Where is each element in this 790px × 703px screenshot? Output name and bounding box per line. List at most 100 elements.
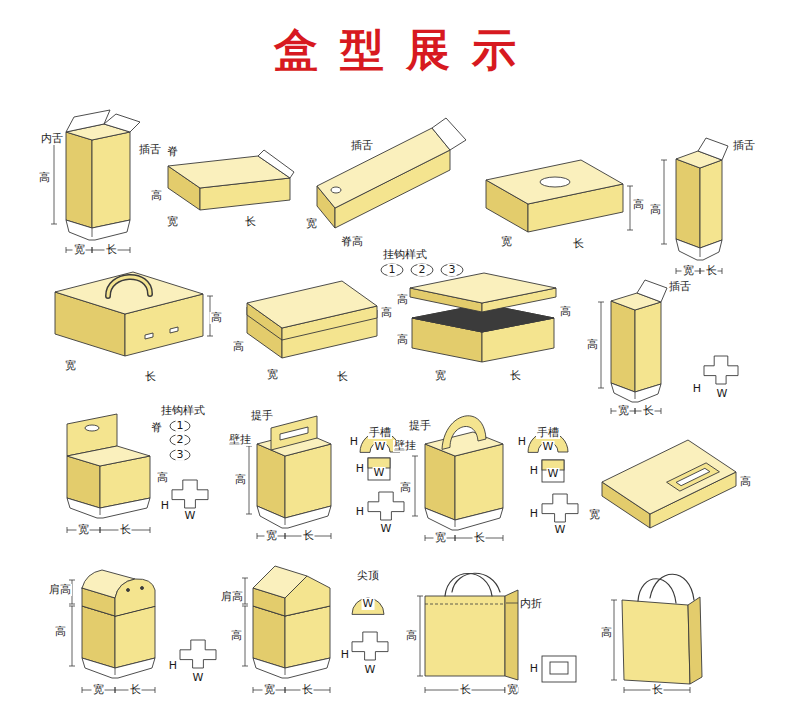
dimension-line <box>51 224 57 225</box>
dimension-line <box>601 302 602 388</box>
handle-panel <box>667 463 720 491</box>
dimension-line <box>82 687 83 693</box>
dimension-line <box>242 604 248 605</box>
box-top-face <box>602 440 736 514</box>
dimension-line <box>246 514 252 515</box>
peak-symbol <box>352 598 384 614</box>
dimension-line <box>611 600 617 601</box>
shoulder-front <box>115 579 155 616</box>
bag-side <box>688 597 702 684</box>
dimension-label: 挂钩样式 <box>382 249 428 261</box>
dimension-line <box>285 687 286 693</box>
dimension-line <box>661 244 667 245</box>
dimension-label: H <box>355 463 365 475</box>
flap-fold <box>115 668 116 675</box>
dimension-label: 宽 <box>500 236 513 248</box>
dimension-line <box>415 456 416 516</box>
dimension-label: H <box>355 506 365 518</box>
dimension-label: 高 <box>210 312 223 324</box>
dimension-label: 长 <box>705 265 718 277</box>
dimension-label: 宽 <box>263 684 276 696</box>
bag-handle <box>638 579 676 603</box>
dimension-line <box>455 535 456 541</box>
bag-front <box>622 600 690 684</box>
dimension-label: 宽 <box>64 360 77 372</box>
dimension-label: 长 <box>509 370 522 382</box>
dimension-line <box>412 516 418 517</box>
dimension-line <box>503 535 504 541</box>
bottom-flap <box>66 220 130 240</box>
box-front-face <box>115 606 155 668</box>
box-side-face <box>425 444 455 520</box>
box-top-face <box>486 160 623 204</box>
dimension-label: 高 <box>156 472 169 484</box>
dimension-label: 2 <box>176 434 185 446</box>
dimension-label: H <box>529 465 539 477</box>
dimension-label: W <box>373 467 386 479</box>
dimension-line <box>722 268 723 274</box>
dimension-label: W <box>716 388 729 400</box>
dimension-line <box>630 186 631 230</box>
bag-front <box>425 596 505 676</box>
dimension-label: 高 <box>232 341 245 353</box>
dimension-line <box>92 247 93 253</box>
fold-line <box>425 604 505 605</box>
bag-handle <box>452 573 500 592</box>
dimension-label: 宽 <box>166 216 179 228</box>
dimension-label: 1 <box>388 264 397 276</box>
box-top-face <box>425 432 503 456</box>
hook-shape <box>170 421 190 432</box>
dimension-line <box>69 580 75 581</box>
dimension-label: 长 <box>244 216 257 228</box>
bottom-flap <box>676 239 722 260</box>
dimension-label: 长 <box>459 684 472 696</box>
dimension-line <box>330 687 331 693</box>
hang-hole <box>127 589 130 592</box>
dimension-label: 宽 <box>506 684 519 696</box>
dimension-label: 长 <box>336 371 349 383</box>
carry-handle <box>108 277 150 296</box>
dimension-label: 高 <box>380 307 393 319</box>
dimension-label: 1 <box>176 420 185 432</box>
hook-shape <box>411 264 433 276</box>
dimension-label: 宽 <box>305 218 318 230</box>
dimension-label: W <box>364 664 377 676</box>
bottom-flap <box>253 658 330 678</box>
dimension-label: 高 <box>739 476 752 488</box>
dimension-label: W <box>542 441 555 453</box>
bag-handle <box>445 574 492 597</box>
dimension-label: 宽 <box>266 369 279 381</box>
box-side-face <box>257 444 285 518</box>
dimension-line <box>690 687 691 693</box>
box-front-face <box>285 606 330 668</box>
dimension-label: H <box>168 660 178 672</box>
dimension-line <box>155 687 156 693</box>
dimension-label: H <box>340 649 350 661</box>
dimension-line <box>700 268 701 274</box>
dimension-line <box>242 606 248 607</box>
dimension-label: W <box>380 523 393 535</box>
dimension-label: 长 <box>129 684 142 696</box>
dimension-label: 插舌 <box>732 140 756 152</box>
dimension-line <box>100 527 101 533</box>
dimension-line <box>100 527 101 533</box>
dimension-line <box>635 408 636 414</box>
dimension-label: 手槽 <box>368 427 392 439</box>
dimension-label: 插舌 <box>350 140 374 152</box>
dimension-label: 高 <box>649 204 662 216</box>
bottom-flap <box>257 506 331 528</box>
tuck-flap <box>104 114 140 132</box>
dimension-label: 高 <box>396 294 409 306</box>
dimension-line <box>627 230 633 231</box>
dimension-line <box>245 578 246 604</box>
box-top-face <box>67 446 150 466</box>
dimension-label: 长 <box>105 244 118 256</box>
dimension-label: 插舌 <box>668 281 692 293</box>
dimension-label: 长 <box>119 524 132 536</box>
hook-shape <box>441 264 463 276</box>
box-front-face <box>285 444 331 518</box>
dimension-label: W <box>184 510 197 522</box>
dimension-label: 宽 <box>434 532 447 544</box>
dimension-line <box>598 388 604 389</box>
